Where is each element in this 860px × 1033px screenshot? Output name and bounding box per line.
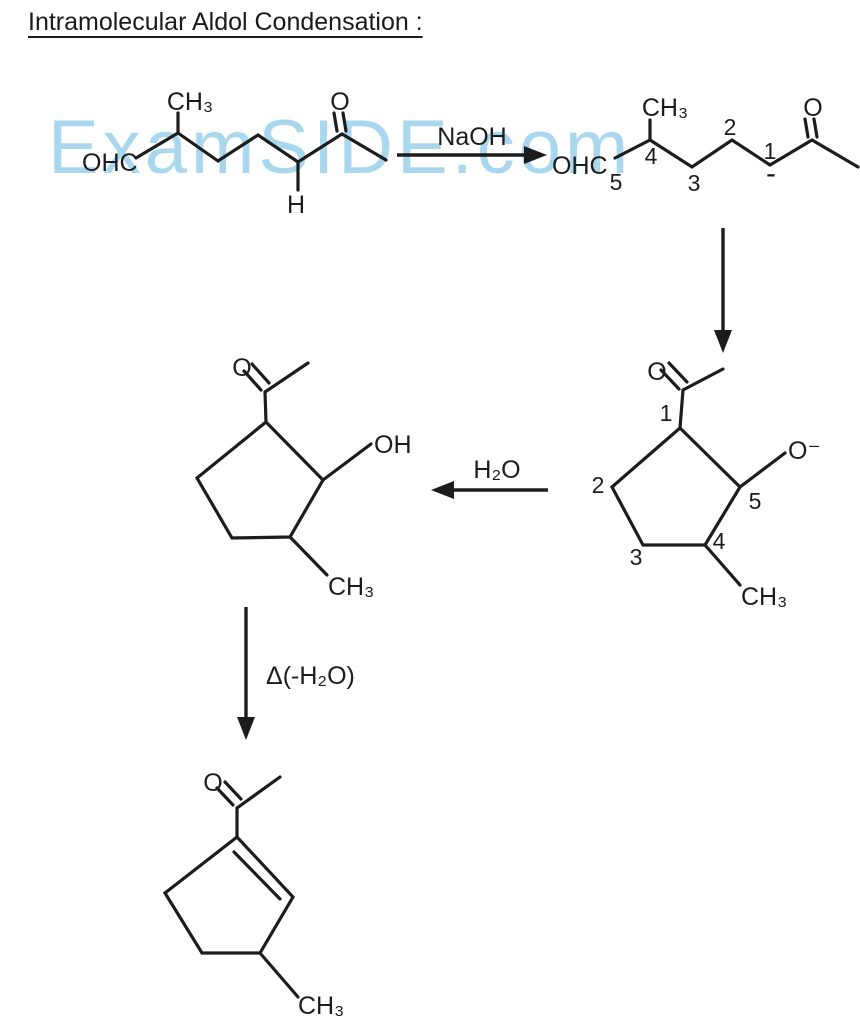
bond-acetyl-methyl (681, 367, 725, 392)
double-bond-carbonyl (332, 111, 348, 133)
watermark-text: ExamSIDE.com (48, 105, 632, 190)
alkoxide-oxygen-label: O⁻ (788, 437, 821, 465)
reaction-arrow-dehydration: Δ(-H₂O) (237, 607, 355, 740)
naoh-label: NaOH (437, 123, 506, 151)
bond-carbon-chain (648, 138, 860, 169)
carbon-3-number: 3 (688, 170, 701, 196)
bond-carbon-chain (176, 131, 388, 164)
bond-acetyl-stem (678, 388, 685, 430)
arrow-head (431, 481, 454, 499)
bond-ring-methyl (288, 535, 329, 577)
double-bond-carbonyl (803, 117, 819, 139)
molecule-cyclic-alkoxide: O 1 2 3 4 5 O⁻ CH₃ (592, 358, 821, 611)
reaction-arrow-cyclization (714, 228, 732, 353)
aldehyde-label: OHC (552, 152, 608, 180)
h2o-label: H₂O (473, 456, 520, 484)
carbon-1-number: 1 (764, 138, 777, 164)
arrow-head (237, 717, 255, 740)
aldehyde-label: OHC (82, 149, 138, 177)
methyl-label: CH₃ (167, 88, 213, 116)
carbon-3-number: 3 (630, 544, 643, 570)
ring-bonds (609, 425, 743, 547)
bond-hydroxyl (321, 442, 373, 482)
carbon-2-number: 2 (724, 114, 737, 140)
bond-ohc-to-chain (134, 131, 180, 160)
double-bond-acetyl (242, 362, 271, 392)
arrow-head (714, 330, 732, 353)
alpha-hydrogen-label: H (287, 191, 305, 219)
ring-bonds (194, 419, 325, 540)
molecule-cyclic-aldol: O OH CH₃ (194, 354, 412, 601)
molecule-enolate-chain: OHC 5 CH₃ 4 3 2 1 - O (552, 94, 860, 196)
carbon-1-number: 1 (660, 400, 673, 426)
acetyl-oxygen-label: O (647, 358, 666, 386)
acetyl-oxygen-label: O (203, 769, 222, 797)
ring-methyl-label: CH₃ (328, 573, 374, 601)
bond-ohc-to-chain (613, 138, 652, 160)
double-bond-acetyl (215, 780, 243, 807)
methyl-label: CH₃ (642, 94, 688, 122)
arrow-head (524, 146, 547, 164)
reaction-arrow-h2o: H₂O (431, 456, 548, 499)
page-title: Intramolecular Aldol Condensation : (28, 8, 423, 36)
carbon-5-number: 5 (749, 488, 762, 514)
double-bond-acetyl (659, 361, 689, 391)
bond-ring-methyl (703, 543, 742, 587)
molecule-keto-aldehyde: OHC CH₃ O H (82, 88, 388, 219)
carbonyl-oxygen-label: O (330, 88, 349, 116)
carbonyl-oxygen-label: O (803, 94, 822, 122)
carbon-4-number: 4 (645, 143, 658, 169)
reaction-arrow-naoh: NaOH (397, 123, 547, 164)
carbon-2-number: 2 (592, 472, 605, 498)
ring-methyl-label: CH₃ (298, 992, 344, 1020)
ring-bonds (162, 834, 295, 955)
bond-ring-methyl (258, 951, 300, 999)
bond-acetyl-methyl (263, 361, 310, 394)
molecule-enone-product: O CH₃ (162, 769, 344, 1020)
ring-double-bond-inner (232, 850, 282, 901)
heat-label: Δ(-H₂O) (266, 662, 355, 690)
bond-acetyl-stem (263, 390, 268, 424)
ring-methyl-label: CH₃ (741, 583, 787, 611)
carbanion-charge: - (766, 157, 776, 190)
carbon-4-number: 4 (713, 528, 726, 554)
acetyl-oxygen-label: O (232, 354, 251, 382)
hydroxyl-label: OH (374, 431, 412, 459)
carbon-5-number: 5 (610, 169, 623, 195)
bond-acetyl-methyl (235, 775, 282, 810)
bond-alkoxide (738, 451, 787, 489)
